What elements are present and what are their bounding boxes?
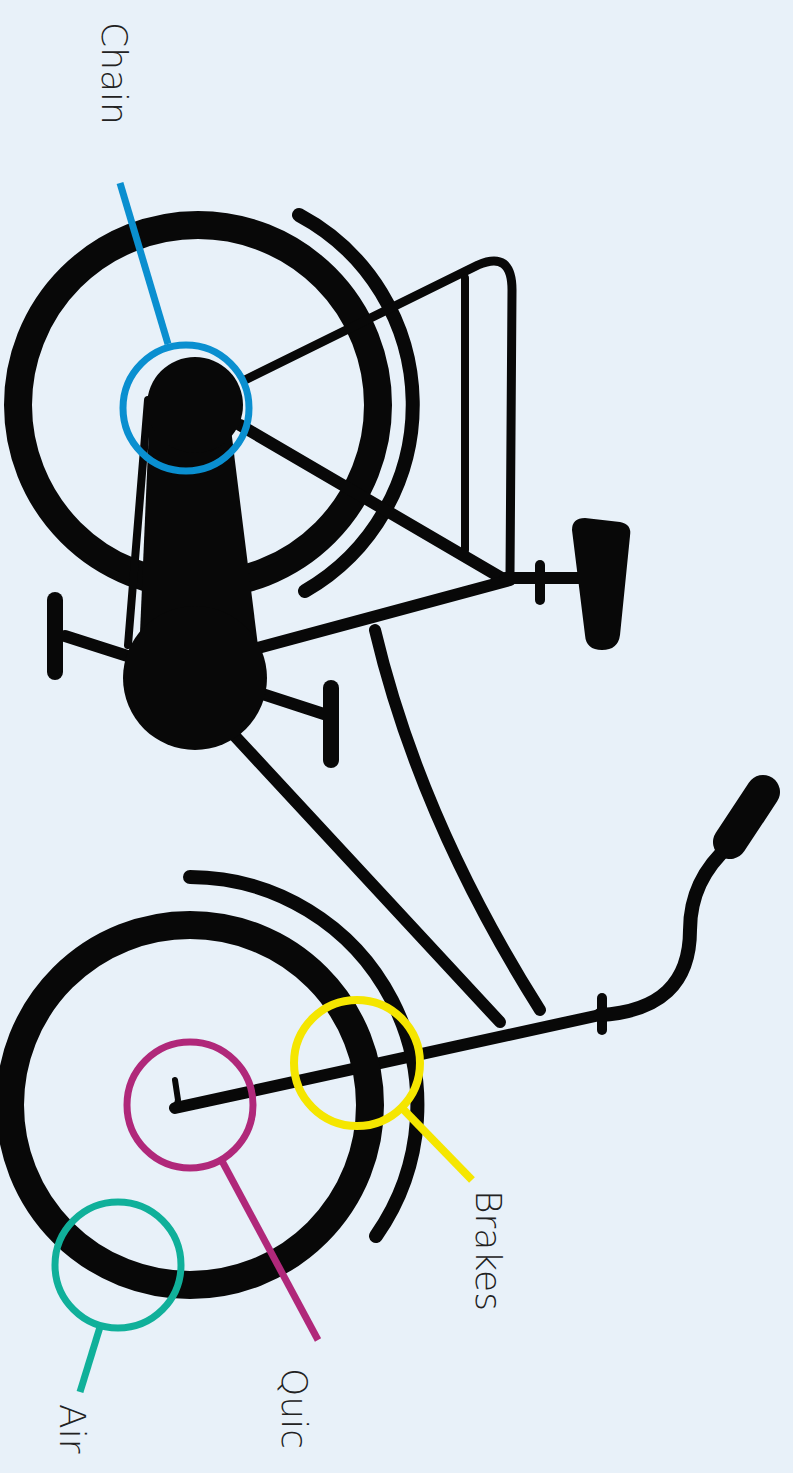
quick-release-lever — [175, 1080, 178, 1108]
quick-release-callout — [127, 1042, 253, 1168]
brakes-callout — [294, 1000, 420, 1126]
front-fender — [190, 877, 417, 1236]
part-label: Air — [54, 1404, 90, 1453]
handlebar-grip — [730, 792, 763, 842]
leader-line — [80, 1327, 100, 1392]
rear-fender — [299, 215, 413, 591]
chainring — [123, 606, 267, 750]
seat-stay — [240, 425, 505, 580]
rear-hub — [147, 357, 243, 453]
part-label: Quic — [276, 1368, 312, 1449]
seat-clamp — [535, 565, 545, 600]
down-tube — [220, 720, 500, 1022]
handlebar — [600, 845, 730, 1015]
chain-callout — [123, 345, 249, 471]
saddle — [572, 518, 630, 650]
part-label: Brakes — [470, 1190, 506, 1311]
top-tube — [375, 630, 540, 1010]
rack — [245, 261, 512, 575]
part-label: Chain — [96, 22, 132, 125]
leader-line — [402, 1108, 472, 1180]
rack-strut — [461, 278, 469, 550]
leader-line — [120, 183, 168, 344]
leader-line — [222, 1161, 318, 1340]
air-callout — [55, 1202, 181, 1328]
left-pedal — [47, 600, 63, 672]
right-pedal — [323, 688, 339, 760]
